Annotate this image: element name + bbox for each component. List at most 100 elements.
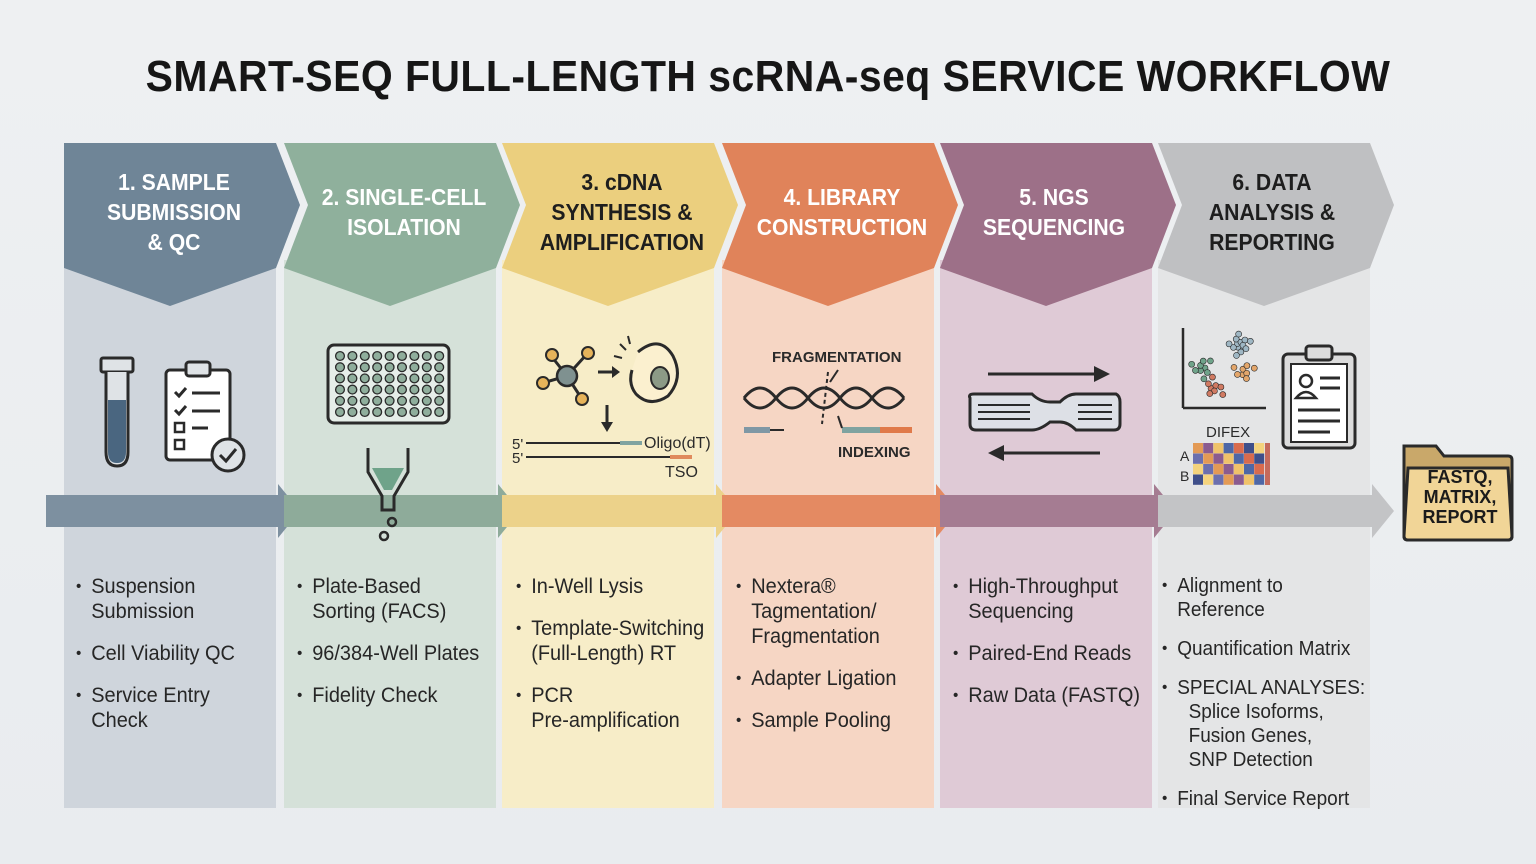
scatter-dot bbox=[1200, 375, 1208, 383]
heatmap-cell bbox=[1254, 474, 1265, 485]
tso-label: TSO bbox=[665, 464, 698, 481]
heatmap-icon: DIFEX A B bbox=[1180, 424, 1270, 485]
heatmap-cell bbox=[1223, 464, 1234, 475]
cdna-strand-icon: 5' 5' Oligo(dT) TSO bbox=[512, 435, 711, 481]
plate-well bbox=[421, 373, 432, 384]
dna-fragmentation-icon: FRAGMENTATION INDEXING bbox=[742, 349, 912, 461]
plate-well bbox=[334, 362, 346, 373]
heatmap-cell bbox=[1193, 474, 1203, 485]
heatmap-cell bbox=[1254, 464, 1265, 475]
scatter-dot bbox=[1219, 391, 1227, 398]
plate-well bbox=[372, 406, 383, 418]
plate-well bbox=[434, 350, 445, 362]
plate-well bbox=[396, 362, 408, 373]
list-item: Sample Pooling bbox=[736, 708, 926, 733]
plate-well bbox=[359, 362, 370, 373]
heatmap-cell bbox=[1244, 453, 1254, 464]
stage-3-chevron bbox=[502, 143, 738, 306]
heatmap-cell bbox=[1213, 464, 1224, 475]
difex-label: DIFEX bbox=[1206, 424, 1250, 441]
heatmap-cell bbox=[1244, 474, 1254, 485]
stage-2-timeline-arrow bbox=[284, 484, 520, 538]
scatter-dot bbox=[1188, 360, 1195, 368]
plate-well bbox=[334, 350, 346, 362]
stage-4-heading: 4. LIBRARY CONSTRUCTION bbox=[756, 184, 928, 240]
heatmap-cell bbox=[1213, 474, 1224, 485]
stage-1-chevron bbox=[64, 143, 300, 306]
heatmap-cell bbox=[1213, 443, 1224, 454]
plate-well bbox=[396, 406, 408, 418]
list-item: In-Well Lysis bbox=[516, 574, 706, 599]
plate-well bbox=[334, 406, 346, 418]
plate-well bbox=[384, 384, 395, 395]
plate-well bbox=[409, 373, 420, 384]
plate-well bbox=[347, 350, 358, 362]
plate-well bbox=[372, 362, 383, 373]
list-item: Alignment to Reference bbox=[1162, 574, 1366, 622]
plate-well bbox=[372, 395, 383, 406]
plate-well bbox=[434, 362, 445, 373]
stage-4-chevron bbox=[722, 143, 958, 306]
plate-well bbox=[434, 384, 445, 395]
plate-well bbox=[421, 406, 432, 418]
plate-well bbox=[384, 362, 395, 373]
stage-5-heading: 5. NGS SEQUENCING bbox=[982, 184, 1126, 240]
scatter-dot bbox=[1234, 371, 1241, 378]
scatter-dot bbox=[1237, 348, 1245, 356]
stage-5-timeline-arrow bbox=[940, 484, 1176, 538]
stage-3-timeline-arrow bbox=[502, 484, 738, 538]
plate-well bbox=[372, 384, 383, 395]
cell-lysis-icon bbox=[601, 335, 679, 432]
heatmap-cell bbox=[1223, 443, 1234, 454]
list-item: Final Service Report bbox=[1162, 787, 1366, 811]
page-title: SMART-SEQ FULL-LENGTH scRNA-seq SERVICE … bbox=[145, 52, 1391, 101]
plate-well bbox=[359, 373, 370, 384]
stage-6-chevron bbox=[1158, 143, 1394, 306]
plate-well bbox=[359, 395, 370, 406]
scatter-dot bbox=[1207, 357, 1214, 365]
heatmap-cell bbox=[1193, 464, 1203, 475]
stage-1-timeline-arrow bbox=[46, 484, 300, 538]
test-tube-icon bbox=[99, 356, 135, 468]
plate-well bbox=[409, 362, 420, 373]
plate-well bbox=[409, 384, 420, 395]
heatmap-cell bbox=[1244, 464, 1254, 475]
fragmentation-label: FRAGMENTATION bbox=[772, 349, 901, 366]
list-item: Quantification Matrix bbox=[1162, 637, 1366, 661]
list-item: Paired-End Reads bbox=[953, 641, 1143, 666]
scatter-plot-icon bbox=[1181, 328, 1266, 410]
list-item: Nextera®Tagmentation/Fragmentation bbox=[736, 574, 926, 649]
cell-sorter-nozzle-icon bbox=[366, 448, 410, 542]
molecule-icon bbox=[536, 346, 620, 406]
scatter-dot bbox=[1209, 373, 1216, 381]
plate-well bbox=[384, 373, 395, 384]
scatter-dot bbox=[1235, 330, 1242, 338]
heatmap-cell bbox=[1203, 464, 1214, 475]
list-item: Adapter Ligation bbox=[736, 666, 926, 691]
plate-well bbox=[359, 384, 370, 395]
heatmap-cell bbox=[1233, 453, 1244, 464]
scatter-dot bbox=[1242, 345, 1250, 352]
stage-6-heading: 6. DATA ANALYSIS & REPORTING bbox=[1208, 169, 1336, 255]
five-prime-label-2: 5' bbox=[512, 450, 523, 467]
plate-well bbox=[396, 384, 408, 395]
scatter-dot bbox=[1206, 390, 1214, 397]
stage-4-bullets: Nextera®Tagmentation/Fragmentation Adapt… bbox=[736, 574, 936, 750]
plate-well bbox=[409, 406, 420, 418]
stage-5-column bbox=[940, 260, 1152, 808]
list-item: Template-Switching(Full-Length) RT bbox=[516, 616, 706, 666]
stage-6-bullets: Alignment to Reference Quantification Ma… bbox=[1162, 574, 1377, 826]
scatter-dot bbox=[1247, 337, 1254, 345]
heatmap-cell bbox=[1203, 474, 1214, 485]
list-item: Cell Viability QC bbox=[76, 641, 266, 666]
heatmap-row-a-label: A bbox=[1180, 448, 1190, 464]
checklist-clipboard-icon bbox=[164, 360, 246, 473]
plate-well bbox=[384, 350, 395, 362]
plate-well bbox=[347, 395, 358, 406]
heatmap-cell bbox=[1203, 443, 1214, 454]
